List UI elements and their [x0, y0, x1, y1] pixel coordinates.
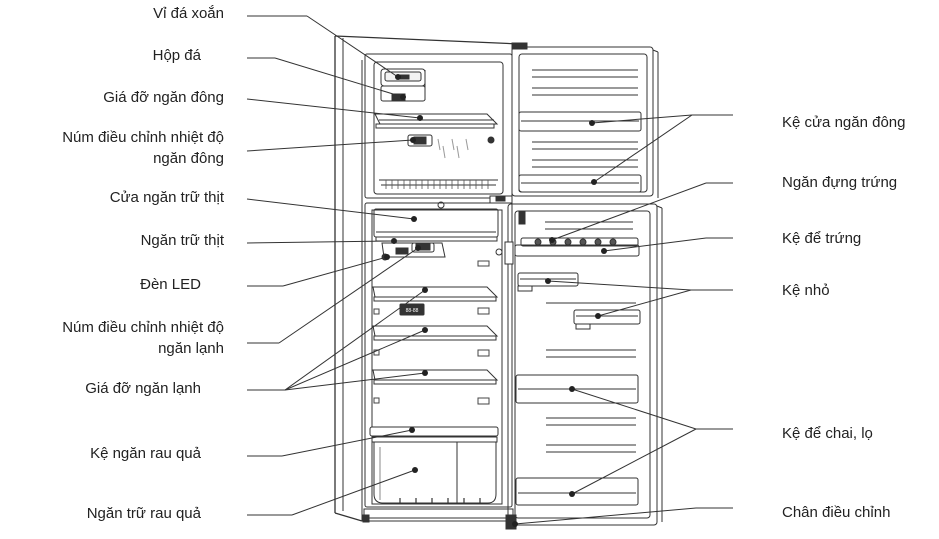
label-egg-shelf: Kệ để trứng [782, 230, 862, 247]
freezer-door [511, 42, 659, 198]
label-meat-compartment-door: Cửa ngăn trữ thịt [109, 189, 224, 206]
label-freezer-temp-knob-2: ngăn đông [153, 150, 224, 167]
fridge-shelves-drawing [372, 286, 499, 385]
freezer-knob-drawing [407, 134, 495, 159]
fridge-cabinet [334, 35, 521, 522]
label-spiral-ice-tray: Vỉ đá xoắn [153, 5, 224, 22]
label-led-light: Đèn LED [140, 276, 201, 293]
fridge-door [504, 203, 663, 526]
label-fridge-shelf: Giá đỡ ngăn lạnh [85, 380, 201, 397]
freezer-floor [379, 179, 498, 189]
label-crisper-drawer: Ngăn trữ rau quả [86, 505, 201, 522]
label-freezer-door-shelf: Kệ cửa ngăn đông [782, 114, 906, 131]
fridge-compartment [364, 202, 513, 508]
label-freezer-temp-knob-1: Núm điều chỉnh nhiệt độ [62, 129, 224, 146]
label-meat-compartment: Ngăn trữ thịt [140, 232, 224, 249]
callout-dots [384, 74, 607, 527]
label-adjustable-foot: Chân điều chỉnh [782, 504, 891, 521]
shelf-rails [373, 260, 490, 405]
label-ice-box: Hộp đá [152, 47, 201, 64]
label-egg-tray: Ngăn đựng trứng [782, 174, 898, 191]
label-bottle-shelf: Kệ để chai, lọ [782, 425, 873, 442]
display-code-text: 88-88 [406, 308, 419, 314]
meat-compartment-drawing [373, 208, 499, 242]
crisper-drawing [369, 426, 499, 504]
leader-lines [246, 15, 733, 525]
label-small-shelf: Kệ nhỏ [782, 282, 830, 299]
label-crisper-shelf: Kệ ngăn rau quả [90, 445, 201, 462]
mid-hinge [437, 195, 513, 209]
freezer-shelf-drawing [374, 113, 499, 129]
fridge-display-drawing [399, 303, 425, 316]
cabinet-base [362, 508, 517, 530]
label-fridge-temp-knob-2: ngăn lạnh [158, 340, 224, 357]
label-fridge-temp-knob-1: Núm điều chỉnh nhiệt độ [62, 319, 224, 336]
led-housing-drawing [381, 242, 503, 261]
label-freezer-shelf: Giá đỡ ngăn đông [103, 89, 224, 106]
